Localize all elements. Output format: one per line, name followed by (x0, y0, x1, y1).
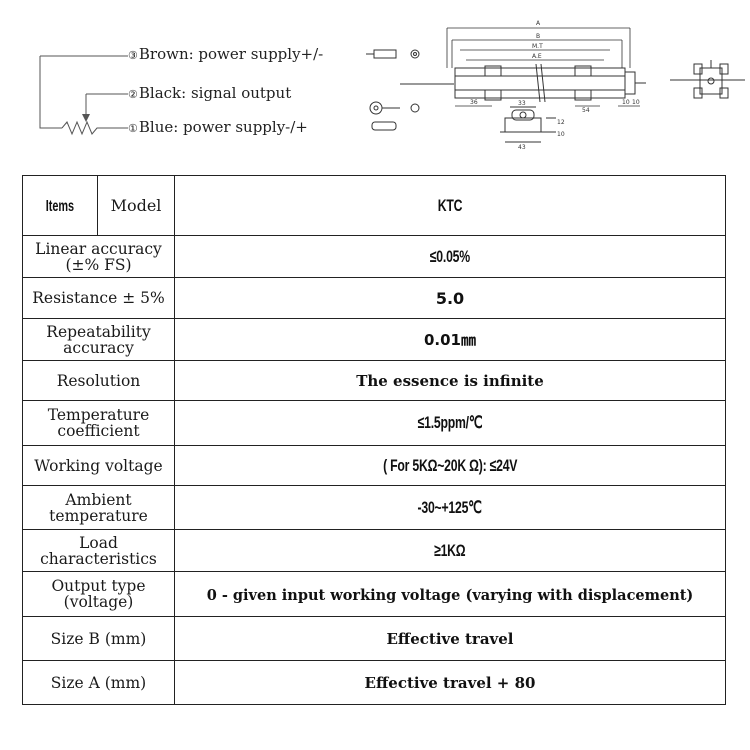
row-value-load-characteristics: ≥1KΩ (434, 540, 466, 560)
row-value-size-a: Effective travel + 80 (364, 674, 536, 692)
row-value-resolution: The essence is infinite (356, 372, 544, 390)
row-label-output-type: Output type (voltage) (51, 577, 146, 611)
header-value: KTC (174, 175, 726, 236)
table-row: Size A (mm) Effective travel + 80 (22, 660, 726, 705)
row-label-temperature-coefficient: Temperature coefficient (47, 406, 150, 440)
dimension-lines (446, 27, 640, 107)
row-label-working-voltage: Working voltage (34, 456, 163, 475)
row-label-repeatability: Repeatability accuracy (46, 322, 151, 357)
table-row: Resolution The essence is infinite (22, 360, 726, 401)
row-value-output-type: 0 - given input working voltage (varying… (206, 586, 694, 604)
spec-table: Items Model KTC Linear accuracy (±% FS) … (22, 175, 726, 705)
wiring-schematic (39, 55, 128, 136)
dim-label-10a: 10 (622, 99, 630, 106)
table-row: Output type (voltage) 0 - given input wo… (22, 571, 726, 617)
row-value-resistance: 5.0 (435, 288, 465, 308)
wire-label-black: ②Black: signal output (128, 84, 292, 102)
header-model: Model (97, 175, 175, 236)
row-value-working-voltage: ( For 5KΩ~20K Ω): ≤24V (382, 455, 518, 475)
table-row: Ambient temperature -30~+125℃ (22, 485, 726, 530)
row-value-ambient-temperature: -30~+125℃ (417, 497, 483, 517)
row-label-resolution: Resolution (56, 371, 141, 390)
clamp-view (500, 106, 556, 143)
table-row: Repeatability accuracy 0.01㎜ (22, 318, 726, 361)
row-label-size-b: Size B (mm) (50, 629, 147, 648)
row-value-repeatability: 0.01㎜ (423, 331, 476, 349)
table-row: Size B (mm) Effective travel (22, 616, 726, 661)
dim-label-43: 43 (518, 144, 526, 151)
table-row: Working voltage ( For 5KΩ~20K Ω): ≤24V (22, 445, 726, 486)
row-value-size-b: Effective travel (386, 630, 514, 648)
main-body (400, 63, 646, 103)
dim-label-36: 36 (470, 99, 478, 106)
connector-parts (366, 49, 420, 131)
end-view (670, 60, 745, 99)
row-label-linear-accuracy: Linear accuracy (±% FS) (35, 239, 162, 274)
row-value-linear-accuracy: ≤0.05% (429, 246, 471, 266)
table-row: Resistance ± 5% 5.0 (22, 277, 726, 319)
table-row: Load characteristics ≥1KΩ (22, 529, 726, 572)
top-illustration-area: ③Brown: power supply+/- ②Black: signal o… (0, 0, 750, 160)
row-label-load-characteristics: Load characteristics (40, 533, 157, 568)
dim-label-a: A (536, 20, 541, 27)
row-label-resistance: Resistance ± 5% (32, 289, 165, 307)
dim-label-12: 12 (557, 119, 565, 126)
dim-label-10c: 10 (557, 131, 565, 138)
dim-label-b: B (536, 33, 540, 40)
dim-label-33: 33 (518, 100, 526, 107)
wire-label-brown: ③Brown: power supply+/- (128, 45, 324, 63)
dim-label-ae: A.E (532, 53, 542, 60)
wire-label-blue: ①Blue: power supply-/+ (128, 118, 308, 136)
row-label-size-a: Size A (mm) (50, 673, 147, 692)
row-value-temperature-coefficient: ≤1.5ppm/℃ (417, 413, 483, 432)
header-items: Items (22, 175, 98, 236)
table-row: Linear accuracy (±% FS) ≤0.05% (22, 235, 726, 278)
dim-label-54: 54 (582, 107, 590, 114)
technical-drawing: A B M.T A.E 36 54 10 10 33 43 12 10 (366, 20, 745, 151)
table-row: Temperature coefficient ≤1.5ppm/℃ (22, 400, 726, 446)
row-label-ambient-temperature: Ambient temperature (49, 490, 148, 525)
table-header-row: Items Model KTC (22, 175, 726, 236)
dim-label-mt: M.T (532, 43, 543, 50)
dim-label-10b: 10 (632, 99, 640, 106)
